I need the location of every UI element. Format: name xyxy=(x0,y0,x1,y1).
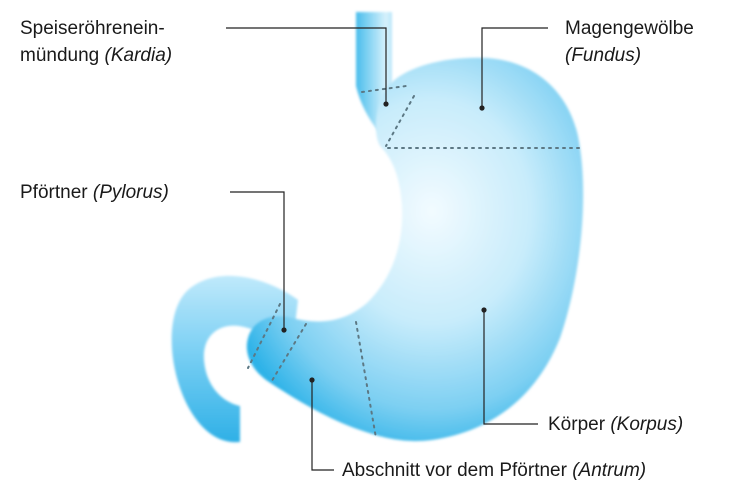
kardia-term: (Kardia) xyxy=(105,45,173,66)
antrum-label-name: Abschnitt vor dem Pförtner xyxy=(342,460,567,481)
kardia-label: Speiseröhrenein- mündung (Kardia) xyxy=(20,15,172,69)
korpus-dot xyxy=(481,307,486,312)
antrum-label: Abschnitt vor dem Pförtner (Antrum) xyxy=(342,457,646,484)
kardia-label-line1: Speiseröhrenein- xyxy=(20,15,172,42)
antrum-term: (Antrum) xyxy=(572,460,646,481)
kardia-label-line2: mündung xyxy=(20,45,99,66)
stomach-body-shape xyxy=(247,58,583,441)
korpus-term: (Korpus) xyxy=(610,414,683,435)
pylorus-dot xyxy=(281,327,286,332)
korpus-label: Körper (Korpus) xyxy=(548,411,683,438)
fundus-label-line1: Magengewölbe xyxy=(565,15,694,42)
fundus-dot xyxy=(479,105,484,110)
korpus-label-name: Körper xyxy=(548,414,605,435)
pylorus-label: Pförtner (Pylorus) xyxy=(20,179,169,206)
antrum-dot xyxy=(309,377,314,382)
pylorus-label-name: Pförtner xyxy=(20,182,88,203)
fundus-term: (Fundus) xyxy=(565,42,694,69)
pylorus-term: (Pylorus) xyxy=(93,182,169,203)
kardia-dot xyxy=(383,101,388,106)
fundus-label: Magengewölbe (Fundus) xyxy=(565,15,694,69)
